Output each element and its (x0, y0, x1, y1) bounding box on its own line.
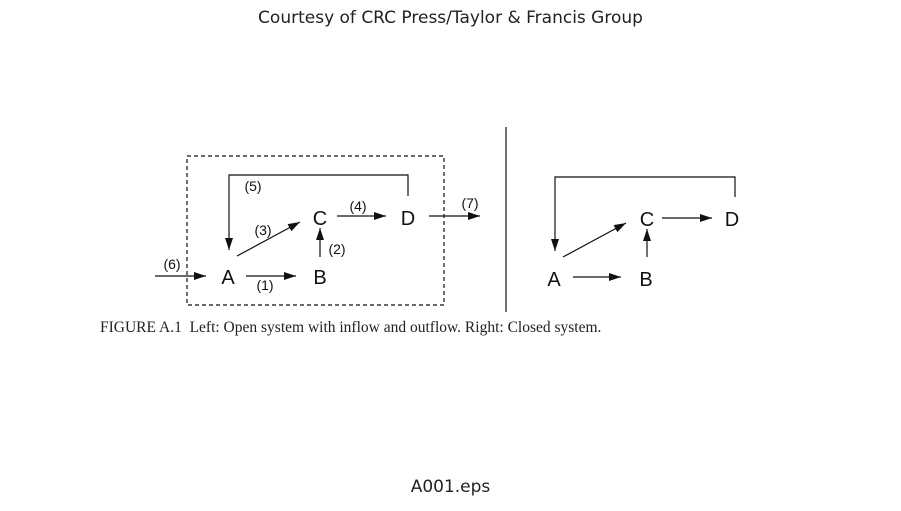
label-7: (7) (461, 195, 478, 211)
label-5: (5) (244, 178, 261, 194)
r-node-a: A (547, 269, 561, 291)
label-2: (2) (328, 241, 345, 257)
label-6: (6) (163, 256, 180, 272)
r-edge-da (551, 176, 736, 251)
r-node-b: B (639, 269, 652, 291)
edge-3 (236, 221, 301, 257)
label-3: (3) (254, 222, 271, 238)
node-b: B (313, 267, 326, 289)
node-d: D (401, 208, 415, 230)
label-4: (4) (349, 198, 366, 214)
node-c: C (313, 208, 327, 230)
r-edge-ac (562, 222, 627, 258)
label-1: (1) (256, 277, 273, 293)
r-node-d: D (725, 209, 739, 231)
edge-5 (225, 174, 409, 250)
r-node-c: C (640, 209, 654, 231)
figure-caption: FIGURE A.1 Left: Open system with inflow… (100, 319, 602, 336)
courtesy-header: Courtesy of CRC Press/Taylor & Francis G… (258, 8, 643, 28)
system-boundary (186, 155, 445, 306)
node-a: A (221, 267, 235, 289)
filename-footer: A001.eps (410, 477, 491, 497)
